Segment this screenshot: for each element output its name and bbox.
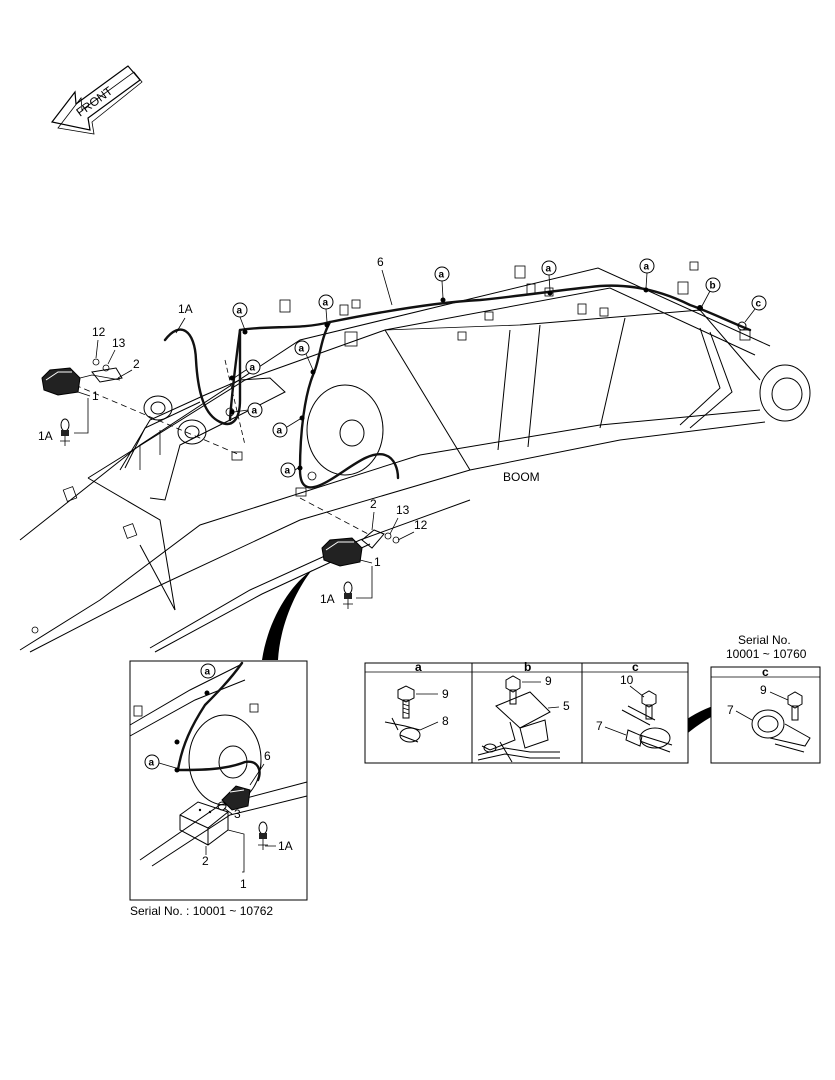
inset-leader — [262, 570, 312, 660]
inset-label-1: 1 — [240, 877, 247, 891]
detail-box-c-serial: Serial No. 10001 ~ 10760 c 9 7 — [710, 633, 821, 764]
svg-text:a: a — [205, 667, 211, 678]
detail-box-b: b 9 5 — [471, 660, 583, 764]
label-6: 6 — [377, 255, 384, 269]
label-1a-left: 1A — [38, 429, 53, 443]
label-2-right: 2 — [370, 497, 377, 511]
svg-text:a: a — [250, 363, 256, 374]
detail-c-title: c — [632, 660, 639, 674]
svg-text:a: a — [644, 262, 650, 273]
callout-b-1: b — [701, 277, 721, 307]
svg-text:a: a — [299, 344, 305, 355]
label-2-left: 2 — [133, 357, 140, 371]
boom-structure — [19, 261, 811, 653]
detail-a-label-8: 8 — [442, 714, 449, 728]
detail-c-serial-label-9: 9 — [760, 683, 767, 697]
wiring-harness — [163, 284, 752, 489]
detail-box-a: a 9 8 — [364, 660, 473, 764]
inset-callout-a-2: a — [144, 754, 177, 770]
inset-callout-a-1: a — [200, 663, 216, 679]
callout-a-5: a — [639, 258, 655, 289]
svg-text:a: a — [323, 298, 329, 309]
inset-label-6: 6 — [264, 749, 271, 763]
svg-text:a: a — [252, 406, 258, 417]
inset-caption: Serial No. : 10001 ~ 10762 — [130, 904, 273, 918]
detail-c-serial-heading: Serial No. — [738, 633, 791, 647]
inset-label-1a: 1A — [278, 839, 293, 853]
svg-text:a: a — [439, 270, 445, 281]
callout-a-2: a — [318, 294, 334, 323]
callout-a-4: a — [541, 260, 557, 292]
detail-c-label-7: 7 — [596, 719, 603, 733]
label-1-right: 1 — [374, 555, 381, 569]
svg-text:b: b — [710, 281, 716, 292]
label-12-left: 12 — [92, 325, 106, 339]
right-bulb-icon — [343, 581, 353, 609]
callout-a-6: a — [233, 359, 261, 379]
callout-a-7: a — [294, 340, 314, 371]
callout-a-9: a — [272, 418, 301, 438]
svg-text:a: a — [237, 306, 243, 317]
callout-a-1: a — [232, 302, 248, 331]
detail-a-label-9: 9 — [442, 687, 449, 701]
left-bulb-icon — [60, 418, 70, 446]
inset-label-3: 3 — [234, 807, 241, 821]
left-work-lamp — [41, 358, 123, 396]
right-work-lamp — [321, 529, 400, 567]
svg-text:a: a — [546, 264, 552, 275]
detail-c-serial-title: c — [762, 665, 769, 679]
label-1a-right: 1A — [320, 592, 335, 606]
label-1a-harness: 1A — [178, 302, 193, 316]
detail-b-label-5: 5 — [563, 699, 570, 713]
callout-a-10: a — [280, 462, 299, 478]
detail-a-title: a — [415, 660, 422, 674]
label-13-right: 13 — [396, 503, 410, 517]
detail-c-label-10: 10 — [620, 673, 634, 687]
label-12-right: 12 — [414, 518, 428, 532]
inset-label-2: 2 — [202, 854, 209, 868]
detail-b-label-9: 9 — [545, 674, 552, 688]
detail-c-serial-range: 10001 ~ 10760 — [726, 647, 807, 661]
inset-detail — [129, 660, 308, 901]
svg-text:a: a — [285, 466, 291, 477]
svg-text:a: a — [149, 758, 155, 769]
callout-c-1: c — [744, 295, 767, 323]
label-13-left: 13 — [112, 336, 126, 350]
callout-a-3: a — [434, 266, 450, 299]
detail-b-title: b — [524, 660, 531, 674]
callout-a-8: a — [233, 402, 263, 418]
boom-label: BOOM — [503, 470, 540, 484]
detail-box-c: c 10 7 — [581, 660, 689, 764]
svg-text:a: a — [277, 426, 283, 437]
detail-c-serial-label-7: 7 — [727, 703, 734, 717]
label-1-left: 1 — [92, 389, 99, 403]
svg-text:c: c — [756, 299, 762, 310]
front-arrow-icon: FRONT — [50, 65, 143, 135]
